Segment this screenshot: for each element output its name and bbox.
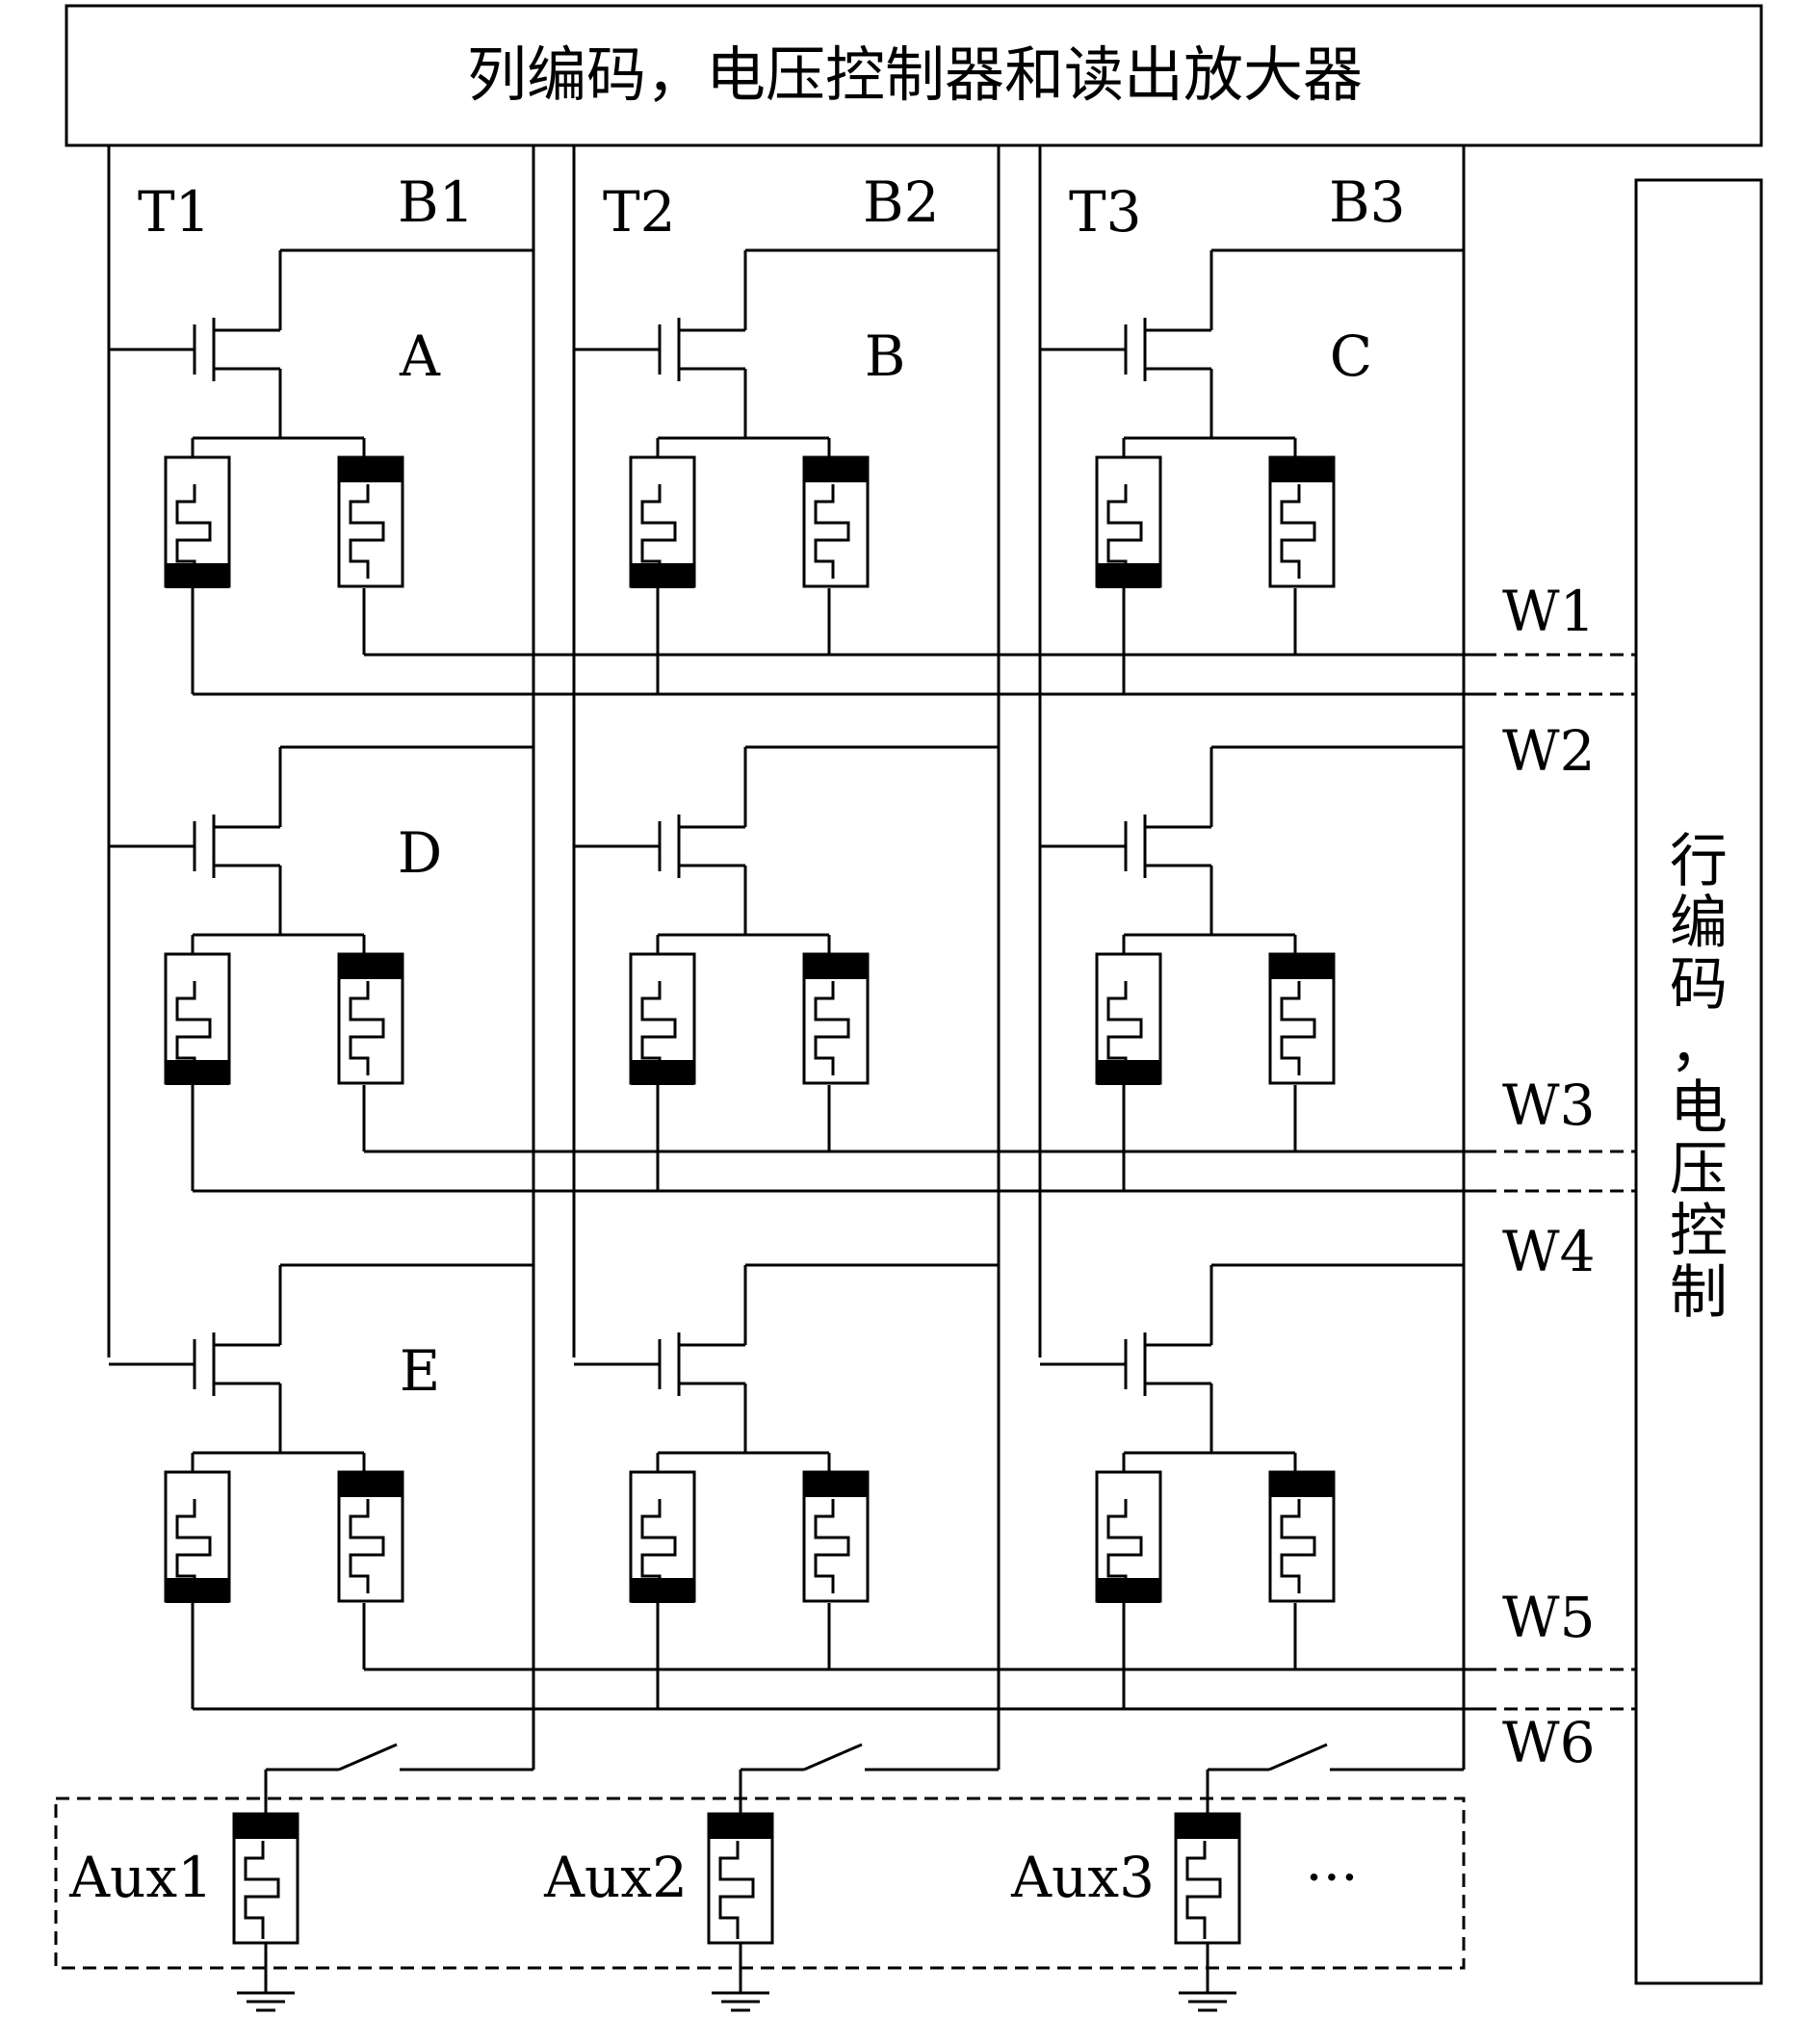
meander-symbol — [244, 1841, 280, 1939]
switch-blade — [1268, 1743, 1328, 1771]
memory-cell — [1040, 745, 1464, 1191]
word-line-label: W4 — [1502, 1219, 1596, 1284]
meander-symbol — [1106, 484, 1143, 579]
meander-symbol — [640, 484, 677, 579]
meander-symbol — [175, 484, 212, 579]
memory-electrode-bar — [1097, 1060, 1160, 1085]
memory-electrode-bar — [166, 563, 229, 588]
aux-electrode-bar — [234, 1814, 298, 1839]
row-decoder-char: 制 — [1670, 1259, 1728, 1327]
meander-symbol — [640, 1499, 677, 1593]
meander-symbol — [349, 981, 385, 1075]
memory-electrode-bar — [1097, 1578, 1160, 1603]
cell-label: B — [865, 323, 906, 389]
aux-cell: Aux3 — [1010, 1743, 1464, 2012]
row-decoder-char: 行 — [1670, 828, 1728, 895]
memory-electrode-bar — [631, 1578, 694, 1603]
switch-blade — [338, 1743, 398, 1771]
memory-cell — [1040, 1263, 1464, 1709]
cell-grid: A B C D E — [109, 248, 1464, 1709]
memory-electrode-bar — [339, 457, 403, 482]
meander-symbol — [1280, 981, 1316, 1075]
aux-label: Aux1 — [68, 1845, 213, 1910]
aux-row: Aux1 Aux2 Aux3 — [68, 1743, 1464, 2012]
row-decoder-char: ， — [1670, 1013, 1728, 1080]
memory-cell: C — [1040, 248, 1464, 694]
meander-symbol — [718, 1841, 755, 1939]
word-line-label: W5 — [1502, 1585, 1596, 1650]
cell-label: C — [1330, 323, 1372, 389]
meander-symbol — [1280, 484, 1316, 579]
memory-electrode-bar — [1097, 563, 1160, 588]
memory-electrode-bar — [631, 1060, 694, 1085]
memory-cell: D — [109, 745, 533, 1191]
meander-symbol — [640, 981, 677, 1075]
word-line-label: W2 — [1502, 718, 1596, 784]
aux-cell: Aux2 — [543, 1743, 999, 2012]
meander-symbol — [349, 1499, 385, 1593]
column-bottom-label: B1 — [398, 169, 475, 235]
memory-cell — [574, 1263, 999, 1709]
aux-cell: Aux1 — [68, 1743, 533, 2012]
column-bottom-label: B3 — [1329, 169, 1406, 235]
switch-blade — [803, 1743, 863, 1771]
row-decoder-char: 码 — [1670, 951, 1728, 1019]
aux-label: Aux2 — [543, 1845, 688, 1910]
memory-electrode-bar — [804, 457, 868, 482]
meander-symbol — [1106, 981, 1143, 1075]
aux-label: Aux3 — [1010, 1845, 1155, 1910]
column-decoder-block: 列编码，电压控制器和读出放大器 — [65, 4, 1763, 147]
memory-electrode-bar — [804, 1472, 868, 1497]
meander-symbol — [814, 981, 850, 1075]
meander-symbol — [1280, 1499, 1316, 1593]
word-line-label: W3 — [1502, 1073, 1596, 1138]
meander-symbol — [175, 1499, 212, 1593]
meander-symbol — [1185, 1841, 1222, 1939]
meander-symbol — [814, 1499, 850, 1593]
meander-symbol — [814, 484, 850, 579]
memory-electrode-bar — [339, 954, 403, 979]
row-decoder-char: 控 — [1670, 1198, 1728, 1265]
memory-electrode-bar — [339, 1472, 403, 1497]
memory-electrode-bar — [631, 563, 694, 588]
cell-label: E — [400, 1338, 440, 1404]
memory-electrode-bar — [1270, 954, 1334, 979]
row-decoder-char: 编 — [1670, 890, 1728, 957]
memory-cell: B — [574, 248, 999, 694]
memory-cell — [574, 745, 999, 1191]
row-decoder-label: 行编码，电压控制 — [1670, 828, 1728, 1327]
cell-label: D — [398, 820, 443, 886]
word-line-label: W6 — [1502, 1710, 1596, 1775]
row-decoder-char: 电 — [1670, 1074, 1728, 1142]
memory-electrode-bar — [1270, 1472, 1334, 1497]
aux-electrode-bar — [709, 1814, 772, 1839]
column-decoder-label: 列编码，电压控制器和读出放大器 — [467, 39, 1363, 110]
meander-symbol — [349, 484, 385, 579]
word-line-label: W1 — [1502, 579, 1596, 644]
memory-cell: E — [109, 1263, 533, 1709]
column-top-label: T3 — [1069, 179, 1142, 245]
column-labels: T1 B1 T2 B2 T3 B3 — [138, 169, 1406, 245]
row-decoder-block: 行编码，电压控制 — [1634, 178, 1763, 1985]
memory-electrode-bar — [166, 1578, 229, 1603]
column-lines — [107, 145, 1466, 1770]
column-bottom-label: B2 — [863, 169, 940, 235]
meander-symbol — [1106, 1499, 1143, 1593]
memory-electrode-bar — [166, 1060, 229, 1085]
column-top-label: T1 — [138, 179, 211, 245]
row-decoder-char: 压 — [1670, 1136, 1728, 1203]
memory-electrode-bar — [1270, 457, 1334, 482]
ellipsis: ··· — [1305, 1845, 1358, 1910]
column-top-label: T2 — [603, 179, 676, 245]
aux-region — [54, 1797, 1466, 1970]
meander-symbol — [175, 981, 212, 1075]
memory-cell: A — [109, 248, 533, 694]
aux-electrode-bar — [1176, 1814, 1239, 1839]
memory-electrode-bar — [804, 954, 868, 979]
cell-label: A — [399, 323, 441, 389]
